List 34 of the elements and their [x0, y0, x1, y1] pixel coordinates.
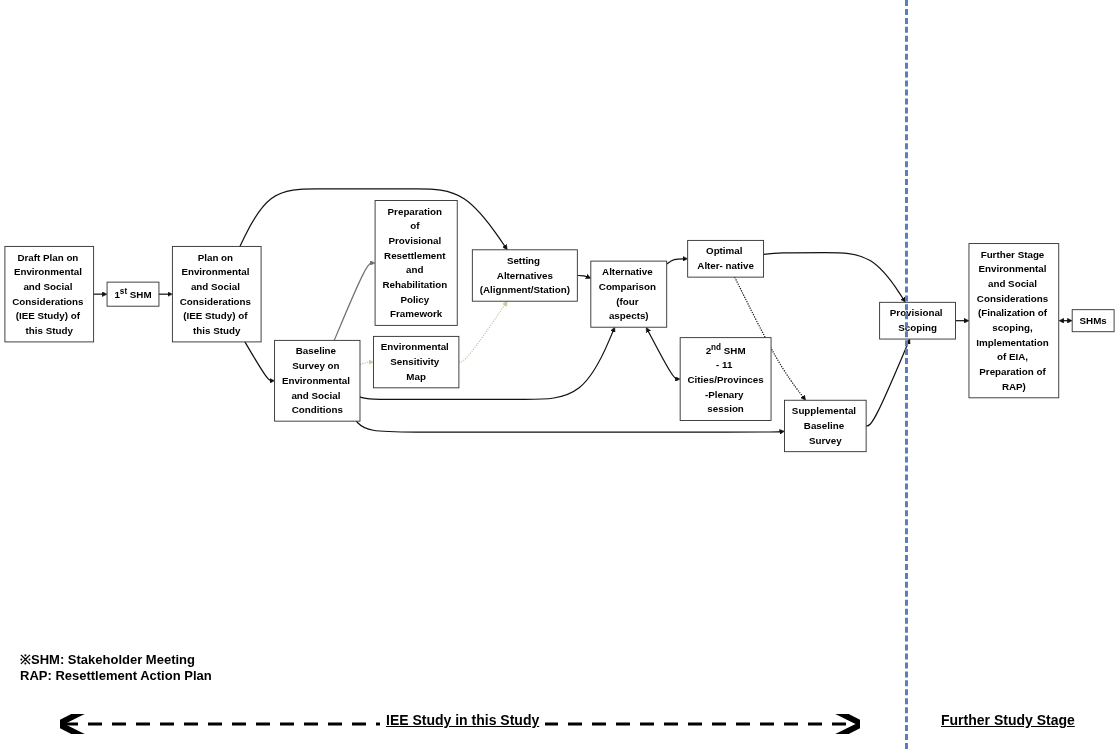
- node-box: Alternative Comparison (four aspects): [590, 260, 668, 328]
- arrow: [244, 341, 275, 384]
- arrow: [734, 276, 806, 401]
- arrow: [458, 300, 508, 363]
- arrow: [158, 291, 173, 297]
- node-box: Setting Alternatives (Alignment/Station): [471, 249, 578, 302]
- node-box: Plan on Environmental and Social Considerations (IEE Study) of this Study: [171, 245, 262, 343]
- arrow: [762, 251, 906, 303]
- node-box: 2$^{nd}$ SHM - 11 Cities/Provinces -Plenary session: [679, 336, 772, 421]
- node-box: Further Stage Environmental and Social Considerations (Finalization of scoping, Implementation of EIA, Preparation of RAP): [968, 242, 1060, 398]
- arrow: [954, 317, 970, 324]
- node-box: SHMs: [1071, 308, 1115, 332]
- arrow: [666, 255, 688, 265]
- arrow: [865, 338, 911, 427]
- note-text: ※SHM: Stakeholder Meeting: [20, 651, 196, 668]
- node-box: Supplemental Baseline Survey: [784, 399, 867, 452]
- node-box: Draft Plan on Environmental and Social Considerations (IEE Study) of this Study: [4, 245, 95, 343]
- note-text: RAP: Resettlement Action Plan: [20, 668, 212, 683]
- arrow: [576, 273, 592, 279]
- node-box: 1$^{st}$ SHM: [106, 281, 160, 307]
- node-box: Optimal Alter- native: [687, 239, 764, 278]
- arrow: [359, 359, 374, 365]
- arrow: [355, 420, 785, 435]
- arrow: [93, 291, 108, 297]
- arrow: [1058, 317, 1073, 324]
- arrow: [239, 188, 508, 250]
- arrow: [333, 260, 376, 341]
- node-box: Baseline Survey on Environmental and Social Conditions: [274, 339, 361, 422]
- node-box: Provisional Scoping: [879, 301, 956, 340]
- node-box: Environmental Sensitivity Map: [373, 335, 460, 388]
- arrow: [359, 326, 616, 400]
- arrow: [646, 326, 681, 382]
- node-box: Preparation of Provisional Resettlement and Rehabilitation Policy Framework: [374, 199, 458, 326]
- stage-label: IEE Study in this Study: [380, 712, 546, 728]
